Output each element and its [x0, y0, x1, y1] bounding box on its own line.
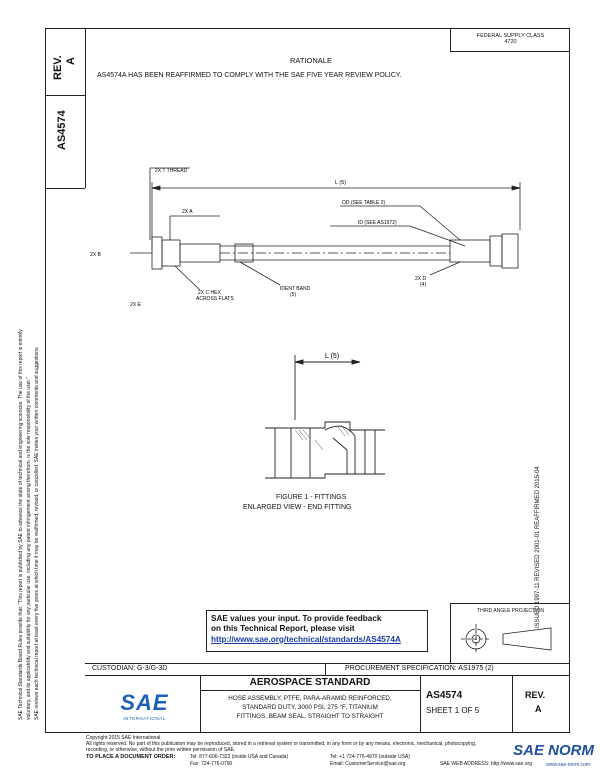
label-thread: 2X T THREAD: [155, 168, 188, 174]
email: Email: CustomerService@sae.org: [330, 761, 406, 767]
label-od: OD (SEE TABLE 2): [342, 200, 385, 206]
fsc-line1: FEDERAL SUPPLY CLASS: [476, 33, 545, 39]
feedback-link[interactable]: http://www.sae.org/technical/standards/A…: [211, 634, 401, 644]
order-label: TO PLACE A DOCUMENT ORDER:: [86, 754, 176, 760]
detail-length-label: L (5): [325, 353, 339, 360]
label-band: IDENT BAND: [280, 286, 311, 292]
rights-text: All rights reserved. No part of this pub…: [86, 741, 477, 747]
page-frame: [45, 28, 570, 733]
label-band-2: (5): [290, 292, 296, 298]
sheet-number: SHEET 1 OF 5: [426, 706, 480, 715]
rev-value: A: [65, 57, 77, 65]
figure-subtitle: ENLARGED VIEW - END FITTING: [243, 504, 352, 511]
feedback-box: SAE values your input. To provide feedba…: [206, 610, 428, 652]
doc-box-divider: [45, 188, 85, 189]
custodian-divider: [325, 663, 326, 675]
feedback-line-2: on this Technical Report, please visit: [211, 624, 355, 634]
fax: Fax: 724-776-0790: [190, 761, 233, 767]
label-dim-d-2: (4): [420, 282, 426, 288]
legal-text-2: voluntary, and its applicability and sui…: [26, 377, 32, 720]
fsc-line2: 4720: [504, 39, 517, 45]
header-strip-border: [85, 28, 86, 188]
hose-assembly-drawing: 2X T THREAD L (5) OD (SEE TABLE 2) ID (S…: [90, 167, 521, 308]
title-block-mid: [85, 675, 570, 676]
label-length: L (5): [335, 180, 346, 186]
standard-underline: [200, 690, 420, 691]
phone-intl: Tel: +1 724-776-4970 (outside USA): [330, 754, 410, 760]
description-line-1: HOSE ASSEMBLY, PTFE, PARA-ARAMID REINFOR…: [228, 695, 392, 702]
description-divider: [420, 675, 421, 733]
legal-text-1: SAE Technical Standards Board Rules prov…: [18, 329, 24, 720]
logo-divider: [200, 675, 201, 733]
web-address: SAE WEB ADDRESS: http://www.sae.org: [440, 761, 532, 767]
title-block-top: [85, 663, 570, 664]
projection-label: THIRD ANGLE PROJECTION: [477, 608, 544, 614]
label-dim-e: 2X E: [130, 302, 142, 308]
title-description: HOSE ASSEMBLY, PTFE, PARA-ARAMID REINFOR…: [200, 694, 420, 721]
end-fitting-detail: L (5): [265, 353, 385, 479]
description-line-2: STANDARD DUTY, 3000 PSI, 275 °F, TITANIU…: [242, 704, 378, 711]
sae-logo-text: SAE: [120, 689, 169, 715]
phone-usa: Tel: 877-606-7323 (inside USA and Canada…: [190, 754, 289, 760]
description-line-3: FITTINGS, BEAM SEAL, STRAIGHT TO STRAIGH…: [236, 713, 384, 720]
label-dim-b: 2X B: [90, 252, 102, 258]
aerospace-standard-title: AEROSPACE STANDARD: [249, 677, 371, 688]
watermark-url: www.sae-norm.com: [546, 762, 590, 768]
fsc-box: FEDERAL SUPPLY CLASS 4720: [450, 28, 570, 52]
custodian: CUSTODIAN: G-3/G-3D: [92, 665, 168, 672]
rationale-title: RATIONALE: [290, 56, 332, 65]
rights-text-2: recording, or otherwise, without the pri…: [86, 747, 236, 753]
label-dim-a: 2X A: [182, 209, 193, 215]
rev-box-divider: [45, 95, 85, 96]
sae-logo: SAE INTERNATIONAL: [92, 680, 197, 730]
label-id: ID (SEE AS1972): [358, 220, 397, 226]
rev-label: REV.: [52, 55, 64, 80]
feedback-line-1: SAE values your input. To provide feedba…: [211, 614, 382, 623]
copyright: Copyright 2015 SAE International: [86, 735, 161, 741]
title-rev-label: REV.: [525, 690, 546, 700]
title-rev-value: A: [535, 704, 542, 714]
legal-text-3: SAE reviews each technical report at lea…: [34, 346, 40, 720]
projection-symbol: [461, 624, 552, 654]
rationale-text: AS4574A HAS BEEN REAFFIRMED TO COMPLY WI…: [97, 72, 402, 79]
watermark-logo: SAE NORM: [513, 742, 594, 759]
label-hex: 2X C HEX: [198, 290, 221, 296]
figure-title: FIGURE 1 - FITTINGS: [276, 494, 347, 501]
label-hex-2: ACROSS FLATS: [196, 296, 234, 302]
doc-number: AS4574: [426, 690, 463, 701]
label-dim-d: 2X D: [415, 276, 427, 282]
doc-number-vertical: AS4574: [56, 110, 68, 150]
procurement-spec: PROCUREMENT SPECIFICATION: AS1975 (2): [345, 665, 494, 672]
rev-divider: [512, 675, 513, 733]
projection-box: THIRD ANGLE PROJECTION: [450, 603, 570, 663]
sae-logo-subtext: INTERNATIONAL: [123, 715, 166, 721]
